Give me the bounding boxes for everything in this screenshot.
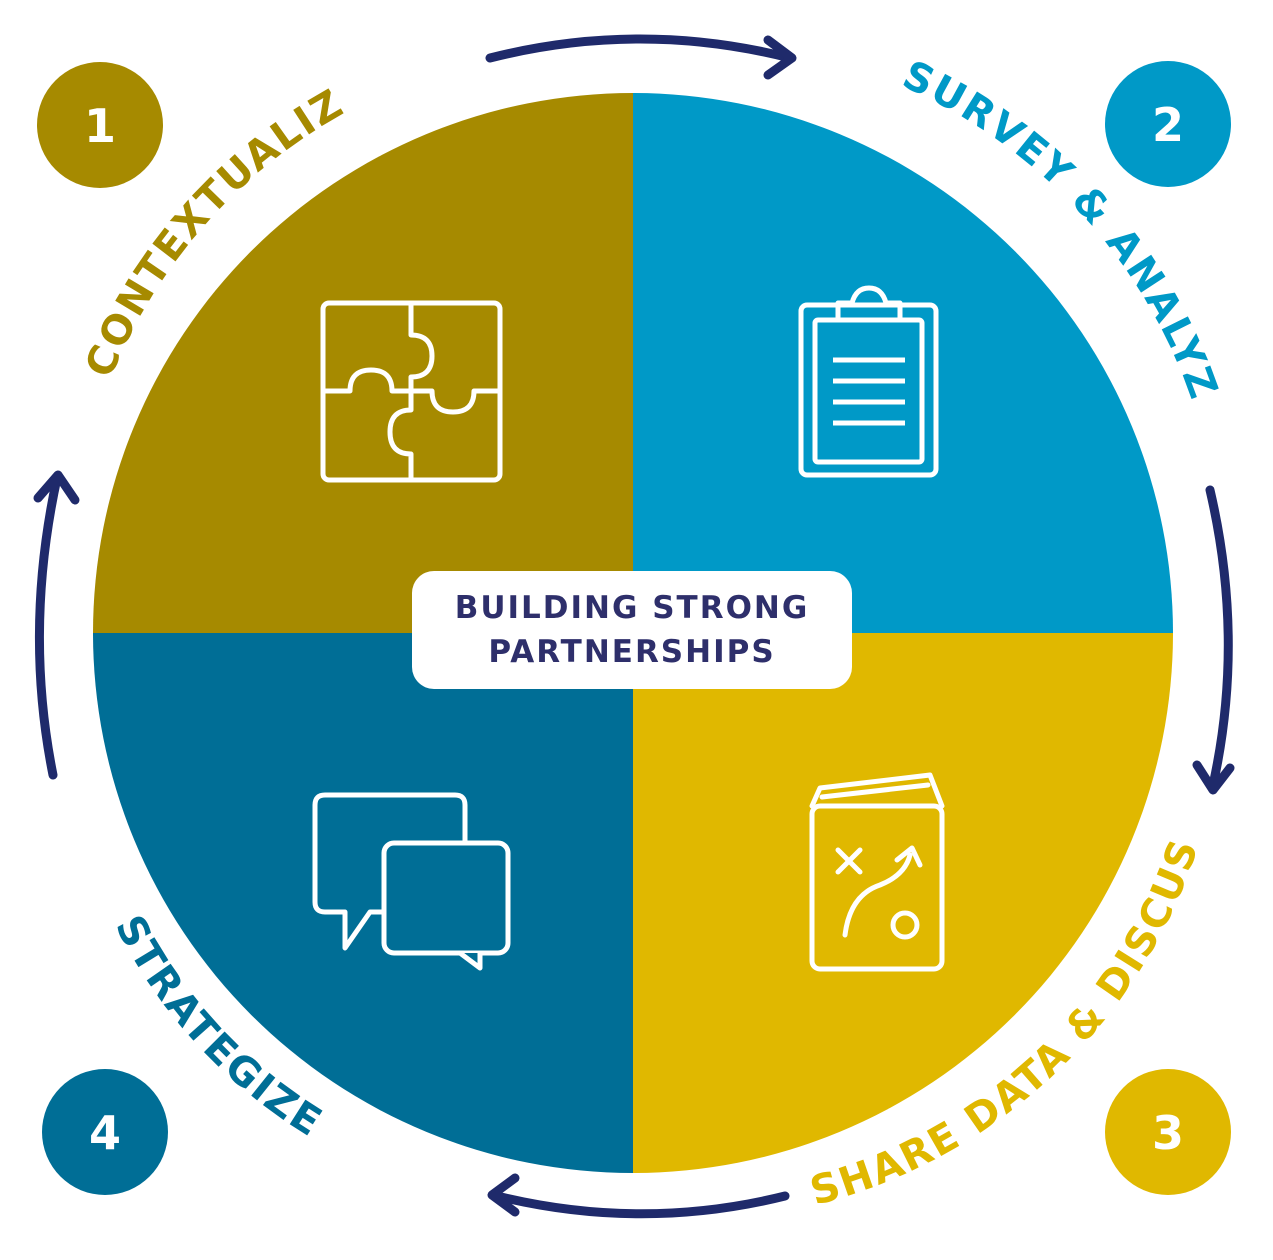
- puzzle-icon: [320, 300, 503, 483]
- arrow-bottom-icon: [488, 1190, 790, 1219]
- step-3-badge: 3: [1105, 1069, 1231, 1195]
- quadrant-survey-analyze: [633, 93, 1173, 633]
- arrow-left-head-icon: [33, 470, 80, 505]
- quadrant-contextualize: [93, 93, 633, 633]
- cycle-arrows: [33, 34, 1235, 1219]
- quadrant-share-data-discuss: [633, 633, 1173, 1173]
- center-title-line-2: PARTNERSHIPS: [488, 634, 776, 670]
- arrow-left-icon: [34, 473, 62, 780]
- arrow-bottom-head-icon: [487, 1173, 520, 1217]
- arrow-top-head-icon: [763, 35, 797, 80]
- speech-bubbles-icon: [312, 792, 511, 971]
- center-title-box: BUILDING STRONG PARTNERSHIPS: [412, 571, 852, 689]
- quadrant-strategize: [93, 633, 633, 1173]
- svg-text:3: 3: [1152, 1106, 1184, 1160]
- center-title-line-1: BUILDING STRONG: [454, 590, 810, 626]
- step-4-badge: 4: [42, 1069, 168, 1195]
- arrow-right-head-icon: [1192, 760, 1235, 795]
- svg-text:2: 2: [1152, 98, 1184, 152]
- svg-text:1: 1: [84, 99, 116, 153]
- playbook-icon: [809, 772, 945, 972]
- step-2-badge: 2: [1105, 61, 1231, 187]
- clipboard-icon: [798, 285, 939, 478]
- svg-text:4: 4: [89, 1106, 121, 1160]
- arrow-right-icon: [1205, 485, 1233, 790]
- arrow-top-icon: [485, 34, 795, 63]
- step-1-badge: 1: [37, 62, 163, 188]
